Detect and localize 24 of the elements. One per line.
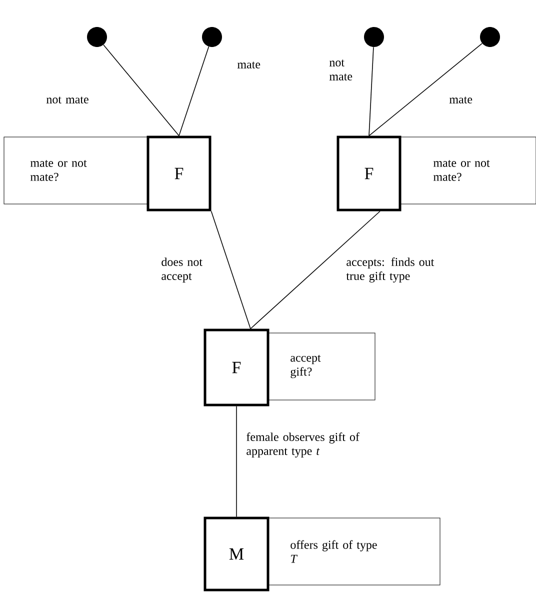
edge-label: does not accept (162, 258, 202, 282)
player-box: F (336, 136, 402, 212)
edge-label: mate (237, 62, 260, 68)
edge-label: not mate (46, 96, 88, 104)
player-box: F (204, 328, 270, 406)
terminal-dot (202, 27, 222, 47)
terminal-dot (480, 27, 500, 47)
terminal-dot (87, 27, 107, 47)
branch-line (368, 43, 482, 136)
edge-label: accepts: finds out true gift type (346, 257, 434, 283)
branch-line (178, 46, 210, 136)
edge-label: mate (449, 96, 472, 104)
edge-label: not mate (329, 60, 352, 80)
terminal-dot (364, 27, 384, 47)
branch-line (210, 210, 251, 330)
branch-line (103, 44, 180, 136)
branch-line (236, 406, 237, 518)
branch-line (368, 46, 374, 136)
decision-box: mate or not mate? (392, 136, 536, 204)
decision-box: accept gift? (262, 332, 376, 400)
player-box: M (204, 516, 270, 592)
edge-label: female observes gift of apparent type t (246, 432, 360, 458)
player-box: F (146, 136, 212, 212)
branch-line (250, 210, 380, 330)
